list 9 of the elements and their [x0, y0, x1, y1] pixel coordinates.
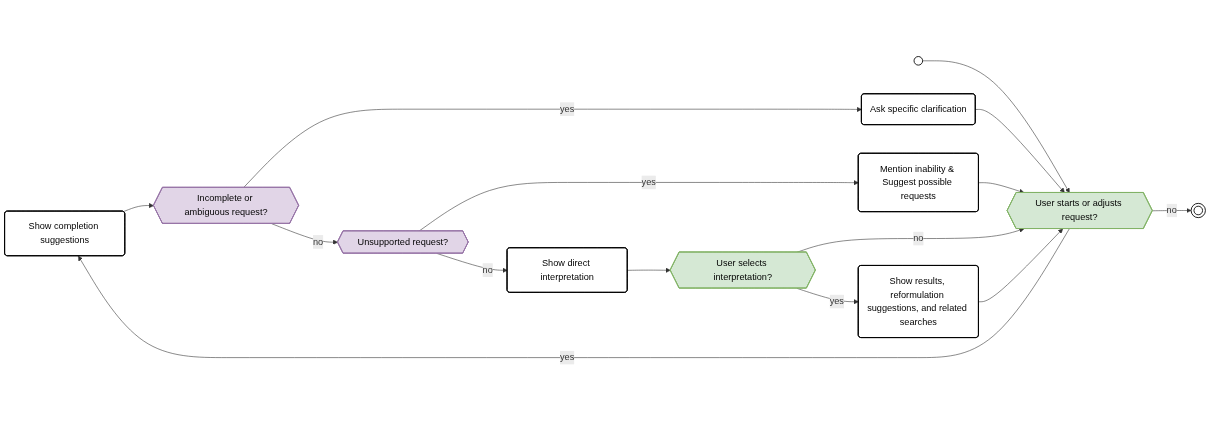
edge-label: no — [482, 264, 493, 275]
edge-label: yes — [641, 177, 656, 188]
edge-label: yes — [829, 296, 844, 307]
edge-label: no — [312, 236, 324, 247]
edge-label: no — [913, 233, 924, 244]
edge-label: yes — [560, 104, 575, 114]
node-circle — [913, 56, 924, 66]
edge-label: no — [1166, 205, 1177, 216]
edge-label: yes — [560, 352, 575, 363]
